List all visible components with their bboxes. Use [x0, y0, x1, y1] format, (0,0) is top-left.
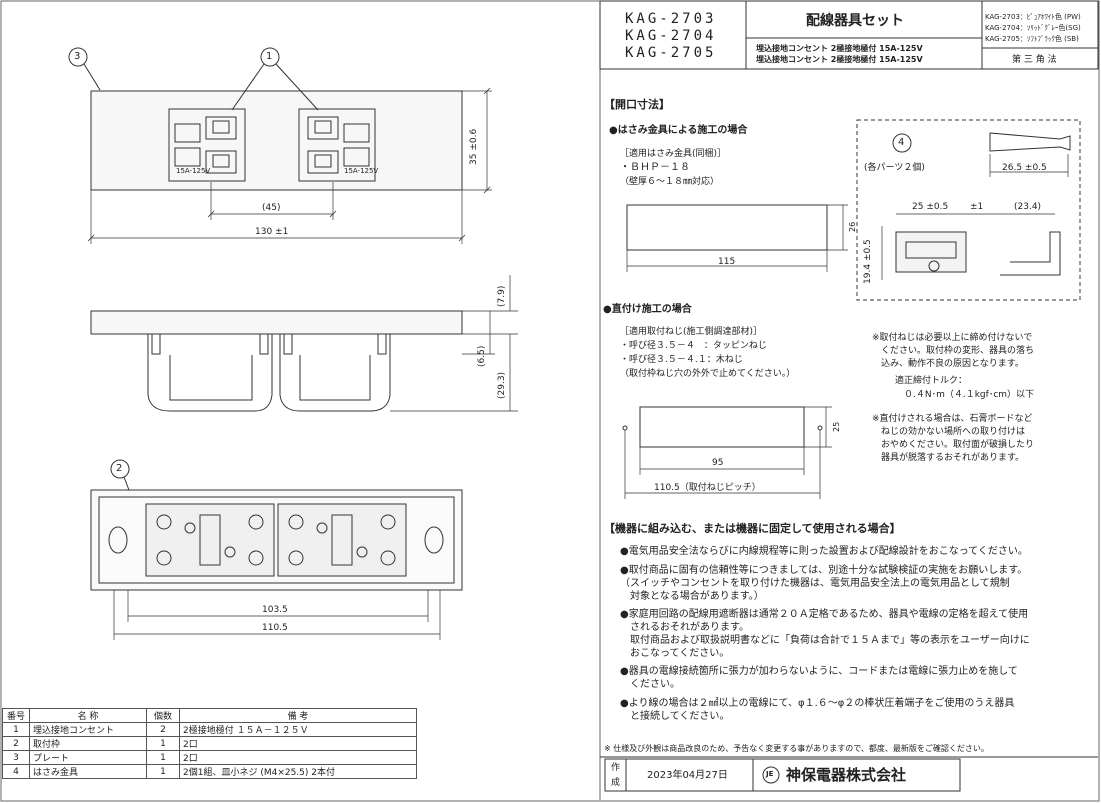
creation-date: 2023年04月27日 — [647, 770, 728, 781]
projection-method: 第 三 角 法 — [1012, 55, 1057, 65]
direct-opening-width-95: 95 — [712, 458, 724, 468]
dim-height-35: 35 ±0.6 — [469, 128, 479, 165]
product-title: 配線器具セット — [806, 13, 904, 29]
outlet-rating-mark-right: 15A-125V — [344, 167, 379, 175]
model-number-3: KAG-2705 — [625, 45, 717, 61]
parts-list-table: 番号 名 称 個数 備 考 1 埋込接地コンセント 2 2極接地極付 １５Ａ－１… — [2, 708, 417, 779]
usage-bullet-2: ●取付商品に固有の信頼性等につきましては、別途十分な試験検証の実施をお願いします… — [620, 565, 1028, 602]
color-line-3: KAG-2705：ｿﾌﾄﾌﾞﾗｯｸ色 (SB) — [985, 35, 1079, 43]
balloon-1: 1 — [266, 51, 273, 62]
clip-line-1: ［適用はさみ金具(同梱)］ — [620, 149, 727, 159]
company-logo: JE — [766, 770, 774, 778]
row-name: プレート — [29, 750, 147, 765]
row-number: 2 — [2, 736, 30, 751]
opening-height-26: 26 — [848, 221, 857, 232]
creation-label-bottom: 成 — [611, 778, 621, 788]
dim-width-103-5: 103.5 — [262, 605, 288, 615]
board-note-line-3: おやめください。取付面が破損したり — [872, 440, 1035, 450]
usage-bullet-3: ●家庭用回路の配線用遮断器は通常２０Ａ定格であるため、器具や電線の定格を超えて使… — [620, 609, 1030, 659]
direct-line-4: （取付枠ねじ穴の外外で止めてください。） — [620, 369, 796, 379]
table-row: 4 はさみ金具 1 2個1組、皿小ネジ (M4×25.5) 2本付 — [2, 764, 417, 779]
dim-width-110-5: 110.5 — [262, 623, 288, 633]
screw-pitch-dim: 110.5（取付ねじピッチ） — [654, 483, 761, 493]
creation-label-top: 作 — [611, 763, 621, 773]
clip-line-3: （壁厚６～１８㎜対応） — [620, 177, 720, 187]
clip-extension-dim: (23.4) — [1014, 202, 1042, 212]
component-line-2: 埋込接地コンセント 2極接地極付 15A-125V — [756, 55, 923, 64]
color-line-2: KAG-2704：ｿﾘｯﾄﾞｸﾞﾚｰ色(SG) — [985, 24, 1081, 32]
board-note-line-4: 器具が脱落するおそれがあります。 — [872, 453, 1025, 463]
dim-thickness-7-9: (7.9) — [497, 285, 507, 307]
clip-height-dim: 19.4 ±0.5 — [863, 239, 873, 284]
torque-note-line-4: 適正締付トルク： — [886, 376, 968, 386]
clip-install-title: ●はさみ金具による施工の場合 — [609, 125, 748, 136]
outlet-rating-mark-left: 15A-125V — [176, 167, 211, 175]
row-remarks: 2極接地極付 １５Ａ－１２５Ｖ — [179, 722, 417, 737]
table-row: 3 プレート 1 2口 — [2, 750, 417, 765]
row-quantity: 1 — [146, 764, 180, 779]
direct-line-1: ［適用取付ねじ(施工側調達部材)］ — [620, 327, 763, 337]
opening-heading: 【開口寸法】 — [604, 98, 670, 111]
row-number: 1 — [2, 722, 30, 737]
spec-change-notice: ※ 仕様及び外観は商品改良のため、予告なく変更する事がありますので、都度、最新版… — [604, 744, 989, 753]
row-quantity: 1 — [146, 736, 180, 751]
parts-quantity-note: (各パーツ２個) — [864, 163, 925, 173]
row-quantity: 2 — [146, 722, 180, 737]
table-row: 2 取付枠 1 2口 — [2, 736, 417, 751]
row-quantity: 1 — [146, 750, 180, 765]
usage-heading: 【機器に組み込む、または機器に固定して使用される場合】 — [604, 522, 901, 535]
balloon-2: 2 — [116, 463, 123, 474]
torque-note-line-3: 込み、動作不良の原因となります。 — [872, 359, 1024, 369]
header-number: 番号 — [2, 708, 30, 723]
model-number-1: KAG-2703 — [625, 11, 717, 27]
row-name: 埋込接地コンセント — [29, 722, 147, 737]
row-name: はさみ金具 — [29, 764, 147, 779]
row-number: 3 — [2, 750, 30, 765]
row-remarks: 2口 — [179, 750, 417, 765]
header-quantity: 個数 — [146, 708, 180, 723]
usage-bullet-1: ●電気用品安全法ならびに内線規程等に則った設置および配線設計をおこなってください… — [620, 546, 1028, 557]
row-name: 取付枠 — [29, 736, 147, 751]
balloon-3: 3 — [74, 51, 81, 62]
torque-note-line-5: ０.４N･m（４.１kgf･cm）以下 — [886, 390, 1035, 400]
direct-opening-height-25: 25 — [832, 421, 841, 432]
table-row: 1 埋込接地コンセント 2 2極接地極付 １５Ａ－１２５Ｖ — [2, 722, 417, 737]
clip-width-dim: 25 ±0.5 — [912, 202, 949, 212]
clip-line-2: ・ＢＨＰ－１８ — [620, 162, 690, 173]
row-remarks: 2口 — [179, 736, 417, 751]
direct-install-title: ●直付け施工の場合 — [603, 304, 692, 315]
dim-depth-29-3: (29.3) — [497, 371, 507, 399]
torque-note-line-2: ください。取付枠の変形、器具の落ち — [872, 346, 1035, 356]
usage-bullet-4: ●器具の電線接続箇所に張力が加わらないように、コードまたは電線に張力止めを施して… — [620, 666, 1018, 690]
row-number: 4 — [2, 764, 30, 779]
direct-line-3: ・呼び径３.５－４.１：木ねじ — [620, 355, 743, 365]
clip-gap-dim: ±1 — [970, 202, 984, 212]
usage-bullet-5: ●より線の場合は２㎟以上の電線にて、φ１.６～φ２の棒状圧着端子をご使用のうえ器… — [620, 698, 1015, 722]
screw-length-dim: 26.5 ±0.5 — [1002, 163, 1047, 173]
model-number-2: KAG-2704 — [625, 28, 717, 44]
company-name: 神保電器株式会社 — [786, 766, 907, 784]
header-remarks: 備 考 — [179, 708, 417, 723]
parts-table-header: 番号 名 称 個数 備 考 — [2, 708, 417, 723]
dim-width-45: (45) — [262, 203, 281, 213]
opening-width-115: 115 — [718, 257, 736, 267]
board-note-line-1: ※直付けされる場合は、石膏ボードなど — [872, 414, 1033, 424]
header-name: 名 称 — [29, 708, 147, 723]
component-line-1: 埋込接地コンセント 2極接地極付 15A-125V — [756, 44, 923, 53]
board-note-line-2: ねじの効かない場所への取り付けは — [872, 427, 1026, 437]
dim-depth-6-5: (6.5) — [477, 345, 487, 367]
color-line-1: KAG-2703：ﾋﾟｭｱﾎﾜｲﾄ色 (PW) — [985, 13, 1081, 21]
direct-line-2: ・呼び径３.５－４ ：タッピンねじ — [620, 341, 767, 351]
row-remarks: 2個1組、皿小ネジ (M4×25.5) 2本付 — [179, 764, 417, 779]
dim-width-130: 130 ±1 — [255, 227, 289, 237]
balloon-4: 4 — [898, 137, 905, 148]
torque-note-line-1: ※取付ねじは必要以上に締め付けないで — [872, 333, 1033, 343]
